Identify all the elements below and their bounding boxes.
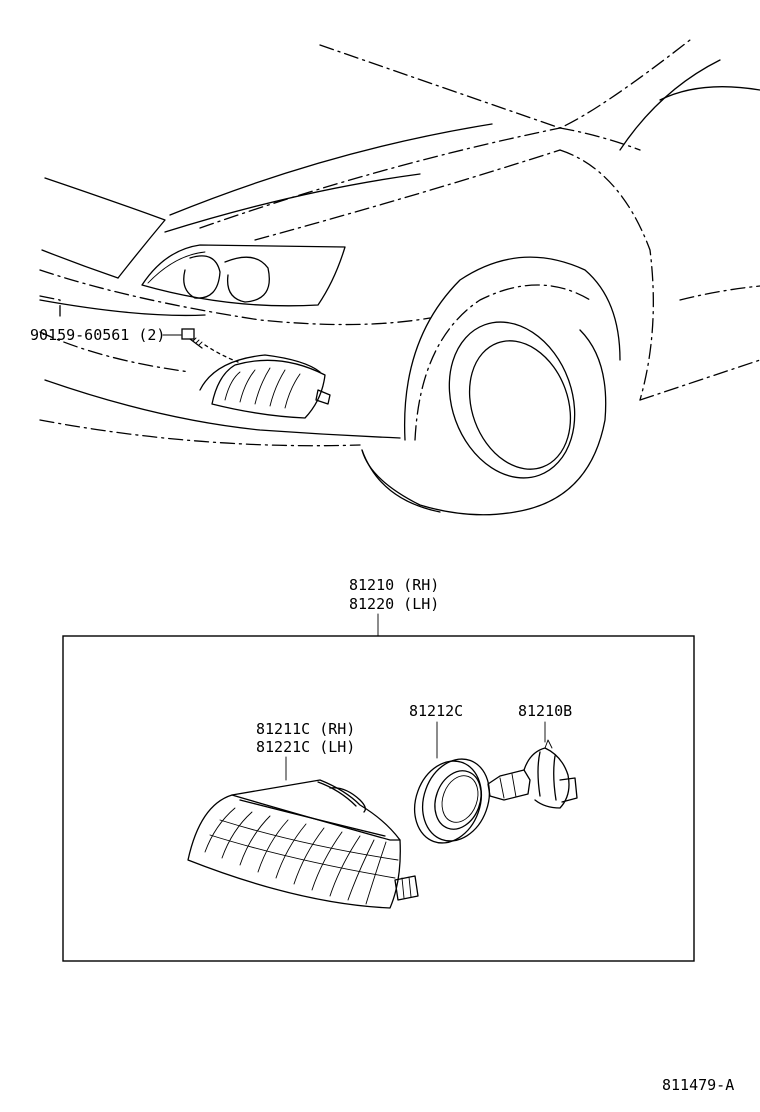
callout-bolt: 90159-60561 (2)	[30, 326, 165, 344]
fog-lamp-lens	[187, 779, 419, 909]
car-front-drawing	[39, 39, 760, 516]
gasket-icon	[414, 758, 490, 844]
callout-assembly-rh: 81210 (RH)	[349, 576, 439, 594]
callout-bulb: 81210B	[518, 702, 572, 720]
callout-lens-lh: 81221C (LH)	[256, 738, 355, 756]
bolt-icon	[181, 328, 203, 349]
assembly-box	[62, 635, 695, 962]
figure-code: 811479-A	[662, 1076, 734, 1094]
bulb-icon	[487, 739, 578, 809]
callout-lens-rh: 81211C (RH)	[256, 720, 355, 738]
callout-gasket: 81212C	[409, 702, 463, 720]
callout-assembly-lh: 81220 (LH)	[349, 595, 439, 613]
